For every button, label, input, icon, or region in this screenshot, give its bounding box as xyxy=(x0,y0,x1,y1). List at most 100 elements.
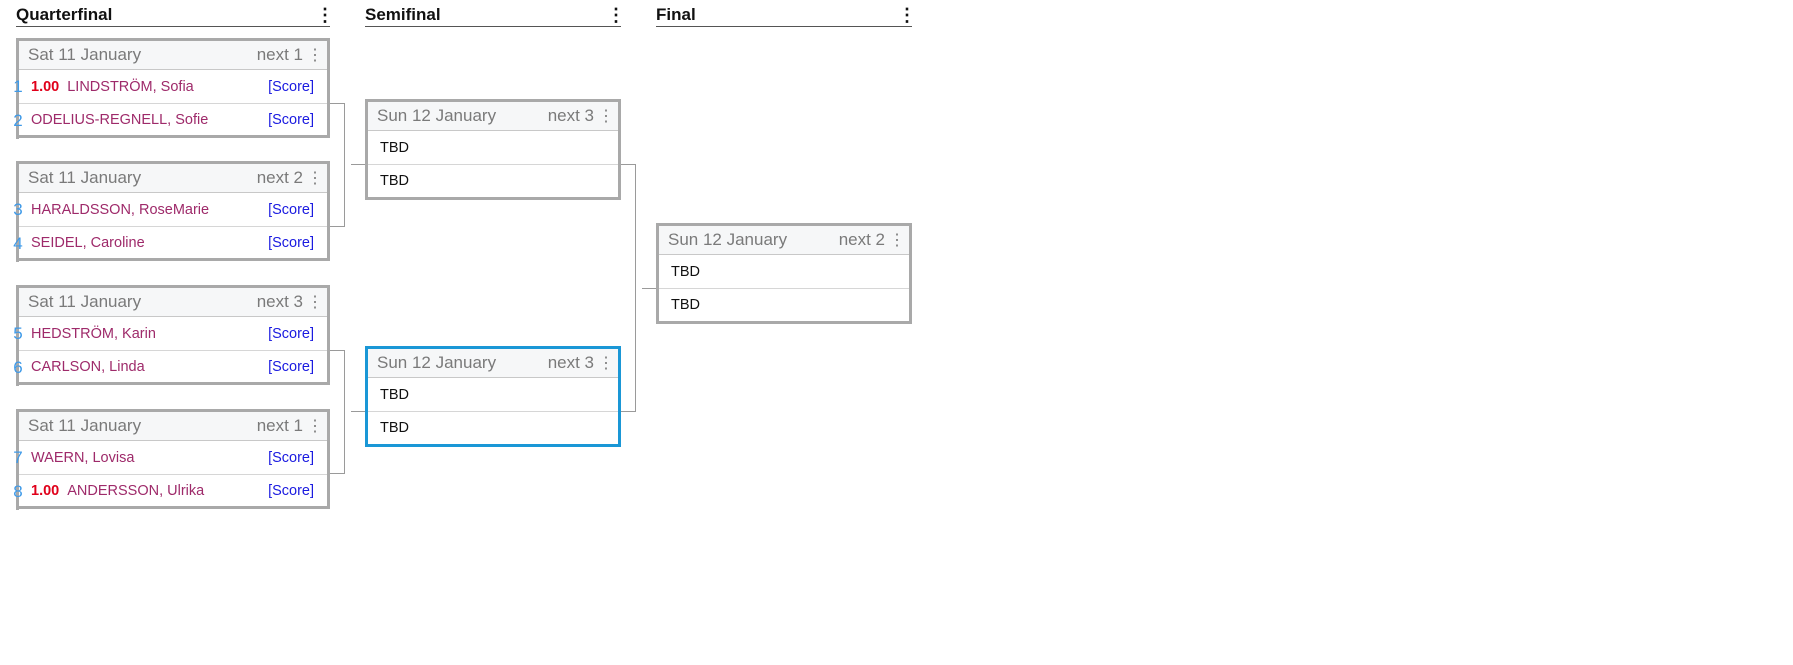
player-name[interactable]: ANDERSSON, Ulrika xyxy=(67,483,205,499)
player-name[interactable]: HEDSTRÖM, Karin xyxy=(31,325,156,342)
round-title: Final xyxy=(656,5,696,24)
player-name[interactable]: CARLSON, Linda xyxy=(31,359,145,375)
match-qf-3[interactable]: Sat 11 January next 3⋮ HEDSTRÖM, Karin [… xyxy=(16,285,330,385)
slot-tick xyxy=(16,378,19,386)
match-date: Sun 12 January xyxy=(377,353,497,372)
seed-number: 7 xyxy=(13,448,23,467)
slot-tick xyxy=(16,221,19,229)
next-label: next 3 xyxy=(256,292,303,311)
tbd-slot: TBD xyxy=(380,173,409,189)
slot-tick xyxy=(16,254,19,262)
match-slot: 1.00 ANDERSSON, Ulrika [Score] xyxy=(19,474,327,507)
player-name[interactable]: WAERN, Lovisa xyxy=(31,449,135,466)
round-title: Semifinal xyxy=(365,5,441,24)
slot-tick xyxy=(16,502,19,510)
match-slot: CARLSON, Linda [Score] xyxy=(19,350,327,383)
kebab-vertical-icon[interactable]: ⋮ xyxy=(307,418,323,435)
next-label: next 1 xyxy=(256,45,303,64)
player-name[interactable]: HARALDSSON, RoseMarie xyxy=(31,201,210,218)
match-slot: ODELIUS-REGNELL, Sofie [Score] xyxy=(19,103,327,136)
tbd-slot: TBD xyxy=(671,263,700,280)
kebab-vertical-icon[interactable]: ⋮ xyxy=(889,232,905,249)
round-header-semifinal: Semifinal ⋮ xyxy=(365,4,625,27)
seed-number: 6 xyxy=(13,358,23,377)
player-name[interactable]: SEIDEL, Caroline xyxy=(31,235,145,251)
score-value: 1.00 xyxy=(31,78,60,95)
match-date: Sun 12 January xyxy=(377,106,497,125)
match-header: Sat 11 January next 1⋮ xyxy=(19,412,327,441)
kebab-vertical-icon[interactable]: ⋮ xyxy=(307,170,323,187)
bracket-connector xyxy=(351,411,365,412)
seed-number: 3 xyxy=(13,200,23,219)
match-header: Sat 11 January next 2⋮ xyxy=(19,164,327,193)
bracket-connector xyxy=(621,411,636,412)
match-slot: TBD xyxy=(368,164,618,197)
score-link[interactable]: [Score] xyxy=(268,359,314,375)
tbd-slot: TBD xyxy=(380,420,409,436)
next-label: next 2 xyxy=(256,168,303,187)
next-label: next 3 xyxy=(547,353,594,372)
seed-number: 2 xyxy=(13,111,23,130)
score-link[interactable]: [Score] xyxy=(268,449,314,466)
round-title: Quarterfinal xyxy=(16,5,113,24)
match-slot: TBD xyxy=(659,288,909,321)
round-header-quarterfinal: Quarterfinal ⋮ xyxy=(16,4,334,27)
match-date: Sat 11 January xyxy=(28,45,142,64)
score-link[interactable]: [Score] xyxy=(268,235,314,251)
round-header-final: Final ⋮ xyxy=(656,4,916,27)
match-qf-1[interactable]: Sat 11 January next 1⋮ 1.00 LINDSTRÖM, S… xyxy=(16,38,330,138)
next-label: next 3 xyxy=(547,106,594,125)
match-slot: TBD xyxy=(368,378,618,411)
bracket-connector xyxy=(344,350,345,474)
bracket-connector xyxy=(635,164,636,412)
match-qf-4[interactable]: Sat 11 January next 1⋮ WAERN, Lovisa [Sc… xyxy=(16,409,330,509)
match-date: Sat 11 January xyxy=(28,292,142,311)
bracket-connector xyxy=(351,164,365,165)
bracket-connector xyxy=(621,164,636,165)
match-final[interactable]: Sun 12 January next 2⋮ TBD TBD xyxy=(656,223,912,324)
score-link[interactable]: [Score] xyxy=(268,112,314,128)
match-header: Sun 12 January next 3⋮ xyxy=(368,349,618,378)
match-sf-2[interactable]: Sun 12 January next 3⋮ TBD TBD xyxy=(365,346,621,447)
slot-tick xyxy=(16,98,19,106)
seed-number: 1 xyxy=(13,77,23,96)
bracket-connector xyxy=(330,226,345,227)
score-link[interactable]: [Score] xyxy=(268,201,314,218)
seed-number: 4 xyxy=(13,234,23,253)
match-slot: WAERN, Lovisa [Score] xyxy=(19,441,327,474)
tbd-slot: TBD xyxy=(380,386,409,403)
kebab-vertical-icon[interactable]: ⋮ xyxy=(898,5,916,25)
match-sf-1[interactable]: Sun 12 January next 3⋮ TBD TBD xyxy=(365,99,621,200)
player-name[interactable]: ODELIUS-REGNELL, Sofie xyxy=(31,112,209,128)
kebab-vertical-icon[interactable]: ⋮ xyxy=(598,108,614,125)
tbd-slot: TBD xyxy=(671,297,700,313)
match-header: Sat 11 January next 1⋮ xyxy=(19,41,327,70)
slot-tick xyxy=(16,345,19,353)
slot-tick xyxy=(16,469,19,477)
player-name[interactable]: LINDSTRÖM, Sofia xyxy=(67,78,194,95)
kebab-vertical-icon[interactable]: ⋮ xyxy=(307,47,323,64)
slot-tick xyxy=(16,131,19,139)
kebab-vertical-icon[interactable]: ⋮ xyxy=(307,294,323,311)
next-label: next 2 xyxy=(838,230,885,249)
match-slot: TBD xyxy=(659,255,909,288)
match-header: Sun 12 January next 2⋮ xyxy=(659,226,909,255)
score-value: 1.00 xyxy=(31,483,60,499)
bracket-connector xyxy=(344,103,345,227)
score-link[interactable]: [Score] xyxy=(268,78,314,95)
tbd-slot: TBD xyxy=(380,139,409,156)
kebab-vertical-icon[interactable]: ⋮ xyxy=(607,5,625,25)
match-slot: HARALDSSON, RoseMarie [Score] xyxy=(19,193,327,226)
seed-number: 5 xyxy=(13,324,23,343)
score-link[interactable]: [Score] xyxy=(268,483,314,499)
match-slot: TBD xyxy=(368,131,618,164)
match-slot: SEIDEL, Caroline [Score] xyxy=(19,226,327,259)
next-label: next 1 xyxy=(256,416,303,435)
kebab-vertical-icon[interactable]: ⋮ xyxy=(316,5,334,25)
match-slot: TBD xyxy=(368,411,618,444)
score-link[interactable]: [Score] xyxy=(268,325,314,342)
match-date: Sun 12 January xyxy=(668,230,788,249)
match-qf-2[interactable]: Sat 11 January next 2⋮ HARALDSSON, RoseM… xyxy=(16,161,330,261)
match-slot: 1.00 LINDSTRÖM, Sofia [Score] xyxy=(19,70,327,103)
kebab-vertical-icon[interactable]: ⋮ xyxy=(598,355,614,372)
